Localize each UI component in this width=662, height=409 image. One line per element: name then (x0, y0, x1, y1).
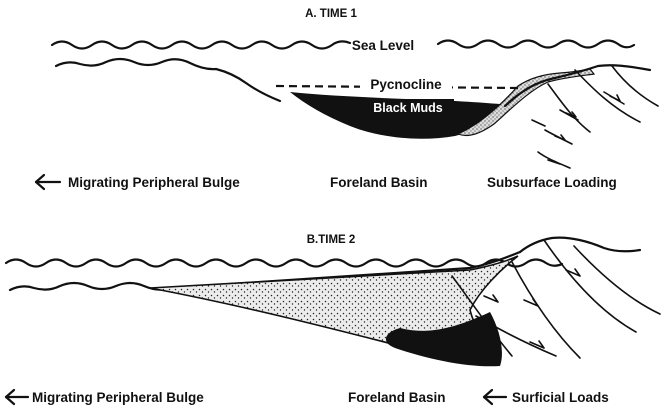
left-arrow-icon (482, 388, 508, 406)
foreland-basin-label-b: Foreland Basin (348, 390, 446, 405)
left-arrow-icon (4, 388, 30, 406)
foreland-basin-label-a: Foreland Basin (330, 175, 428, 190)
black-muds-label: Black Muds (373, 101, 443, 115)
panel-a-title: A. TIME 1 (305, 8, 357, 20)
sea-level-label: Sea Level (352, 38, 414, 53)
slope-line-a (503, 64, 652, 108)
sea-floor-line-a (54, 57, 282, 103)
sea-level-line-a-right (436, 39, 636, 49)
thrust-faults-a (531, 65, 659, 169)
panel-b-title: B.TIME 2 (307, 234, 356, 246)
migrating-bulge-label-b: Migrating Peripheral Bulge (32, 390, 204, 405)
black-muds-b (385, 312, 502, 367)
basin-margin-stipple-a (456, 68, 596, 137)
thrust-faults-b (451, 239, 661, 359)
panel-a: A. TIME 1 Sea Level Pycnocline Black Mud… (34, 8, 659, 191)
migrating-bulge-label-a: Migrating Peripheral Bulge (68, 175, 240, 190)
pycnocline-label-bg (360, 76, 452, 92)
thrust-wedge-outline-b (518, 236, 642, 254)
pycnocline-label: Pycnocline (370, 77, 442, 92)
subsurface-loading-label: Subsurface Loading (487, 175, 617, 190)
left-arrow-icon (34, 173, 62, 191)
panel-b: B.TIME 2 (4, 234, 661, 406)
surficial-loads-label: Surficial Loads (512, 390, 609, 405)
black-muds-label-bg (362, 99, 454, 116)
sea-level-line-a (50, 40, 352, 50)
sea-level-line-b (4, 258, 564, 268)
